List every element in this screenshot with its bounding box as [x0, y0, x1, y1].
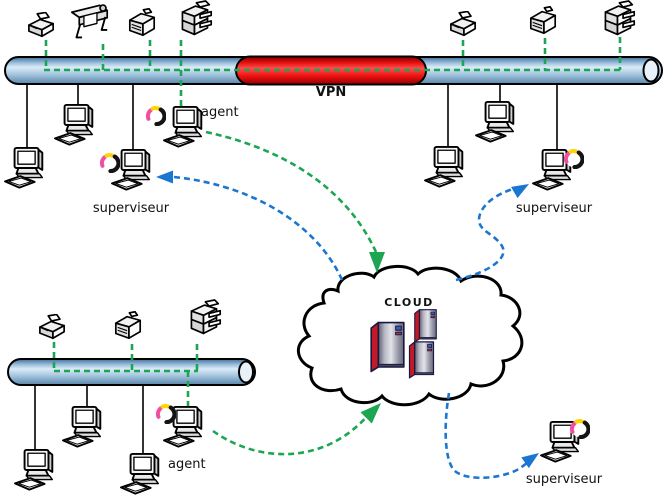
bus-drop-lines — [26, 83, 558, 455]
laser-printer-icon — [529, 6, 557, 35]
green-arrowheads — [360, 252, 385, 424]
desktop-computer-icon — [62, 405, 102, 448]
bus-end-cap — [642, 58, 660, 83]
bottom-network-bus — [7, 358, 256, 386]
swirl-app-icon — [148, 108, 165, 124]
desktop-computer-icon — [475, 100, 515, 143]
printer-icon — [28, 12, 54, 38]
printer-link-lines — [44, 37, 622, 408]
label-agent-top: agent — [201, 105, 239, 120]
cloud-to-superviseur-links — [173, 175, 531, 480]
swirl-app-icon — [566, 151, 583, 167]
label-agent-bottom: agent — [168, 457, 206, 472]
label-superviseur-bottom-right: superviseur — [525, 472, 603, 487]
server-icon — [370, 321, 405, 373]
swirl-app-icon — [102, 155, 119, 171]
swirl-app-icon — [572, 421, 589, 437]
top-network-bus — [4, 55, 663, 86]
label-superviseur-top-right: superviseur — [515, 201, 593, 216]
desktop-computer-icon — [120, 452, 160, 495]
desktop-computer-icon — [54, 103, 94, 146]
desktop-computer-icon — [14, 448, 54, 491]
agent-to-cloud-links — [205, 130, 378, 456]
printer-icon — [450, 11, 476, 37]
server-icon — [414, 309, 437, 343]
laser-printer-icon — [114, 311, 142, 340]
copier-printer-icon — [181, 0, 213, 36]
label-cloud: CLOUD — [384, 296, 434, 309]
blue-arrowheads — [156, 170, 539, 469]
label-vpn: VPN — [315, 85, 347, 100]
label-superviseur-top-left: superviseur — [92, 201, 170, 216]
agent-computer-icon — [163, 105, 203, 148]
copier-printer-icon — [190, 299, 222, 335]
cloud-shape — [297, 265, 524, 407]
server-icon — [408, 341, 435, 379]
printer-icon — [39, 314, 65, 340]
desktop-computer-icon — [4, 146, 44, 189]
copier-printer-icon — [604, 0, 636, 36]
desktop-computer-icon — [424, 145, 464, 188]
swirl-app-icon — [158, 406, 175, 422]
bus-end-cap — [238, 360, 254, 384]
laser-printer-icon — [128, 8, 156, 37]
plotter-icon — [70, 4, 109, 39]
